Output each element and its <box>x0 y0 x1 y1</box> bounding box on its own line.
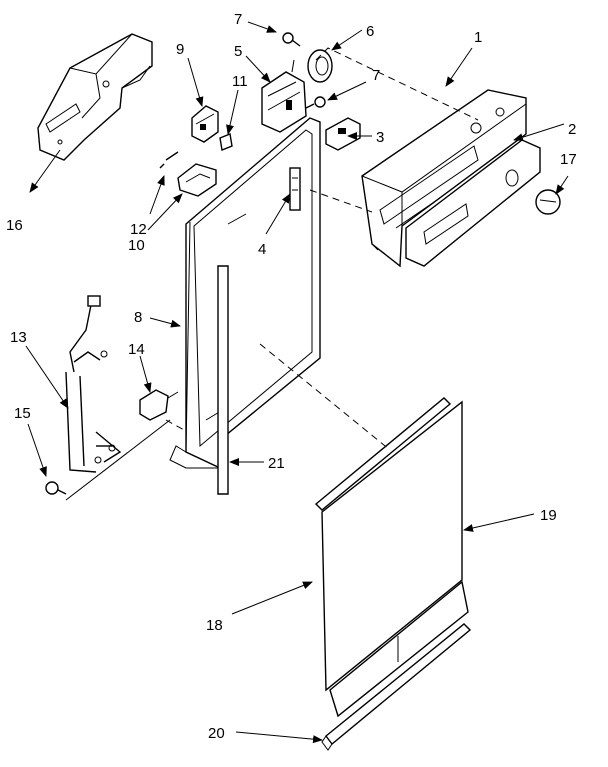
part-18-liner-drawing <box>314 397 469 718</box>
part-15-screw-drawing <box>45 481 67 495</box>
callout-1: 1 <box>474 29 482 46</box>
callout-13: 13 <box>10 329 27 346</box>
callout-labels: 1 2 3 4 5 6 7 7 8 9 10 11 12 13 14 15 16… <box>6 11 577 742</box>
callout-12: 12 <box>130 221 147 238</box>
callout-7a: 7 <box>234 11 242 28</box>
callout-5: 5 <box>234 43 242 60</box>
part-12-pin-drawing <box>159 151 179 169</box>
part-13-harness-drawing <box>65 295 122 473</box>
leader-arrows <box>25 21 569 744</box>
assembly-guide-lines <box>65 47 479 501</box>
part-3-switch-plate-drawing <box>325 117 361 151</box>
callout-16: 16 <box>6 217 23 234</box>
part-1-console-drawing <box>361 89 527 268</box>
callout-19: 19 <box>540 507 557 524</box>
callout-20: 20 <box>208 725 225 742</box>
part-19-door-panel-drawing <box>321 400 463 692</box>
callout-6: 6 <box>366 23 374 40</box>
callout-11: 11 <box>232 73 248 90</box>
callout-9: 9 <box>176 41 184 58</box>
callout-18: 18 <box>206 617 223 634</box>
part-20-trim-drawing <box>321 623 472 751</box>
part-17-knob-drawing <box>535 189 561 215</box>
callout-15: 15 <box>14 405 31 422</box>
callout-17: 17 <box>560 151 577 168</box>
callout-4: 4 <box>258 241 266 258</box>
callout-2: 2 <box>568 121 576 138</box>
callout-21: 21 <box>268 455 285 472</box>
part-7b-screw-drawing <box>305 96 326 109</box>
part-21-strip-drawing <box>217 265 229 495</box>
part-11-clip-drawing <box>219 133 233 151</box>
part-14-switch-drawing <box>139 389 179 421</box>
part-6-knob-drawing <box>307 49 333 83</box>
part-9-latch-drawing <box>191 105 219 143</box>
part-10-strike-drawing <box>177 163 217 197</box>
callout-3: 3 <box>376 129 384 146</box>
callout-7b: 7 <box>372 67 380 84</box>
part-16-bracket-drawing <box>37 33 153 161</box>
callout-14: 14 <box>128 341 145 358</box>
part-7a-screw-drawing <box>282 32 301 47</box>
callout-10: 10 <box>128 237 145 254</box>
part-5-switch-bracket-drawing <box>261 59 307 133</box>
callout-8: 8 <box>134 309 142 326</box>
